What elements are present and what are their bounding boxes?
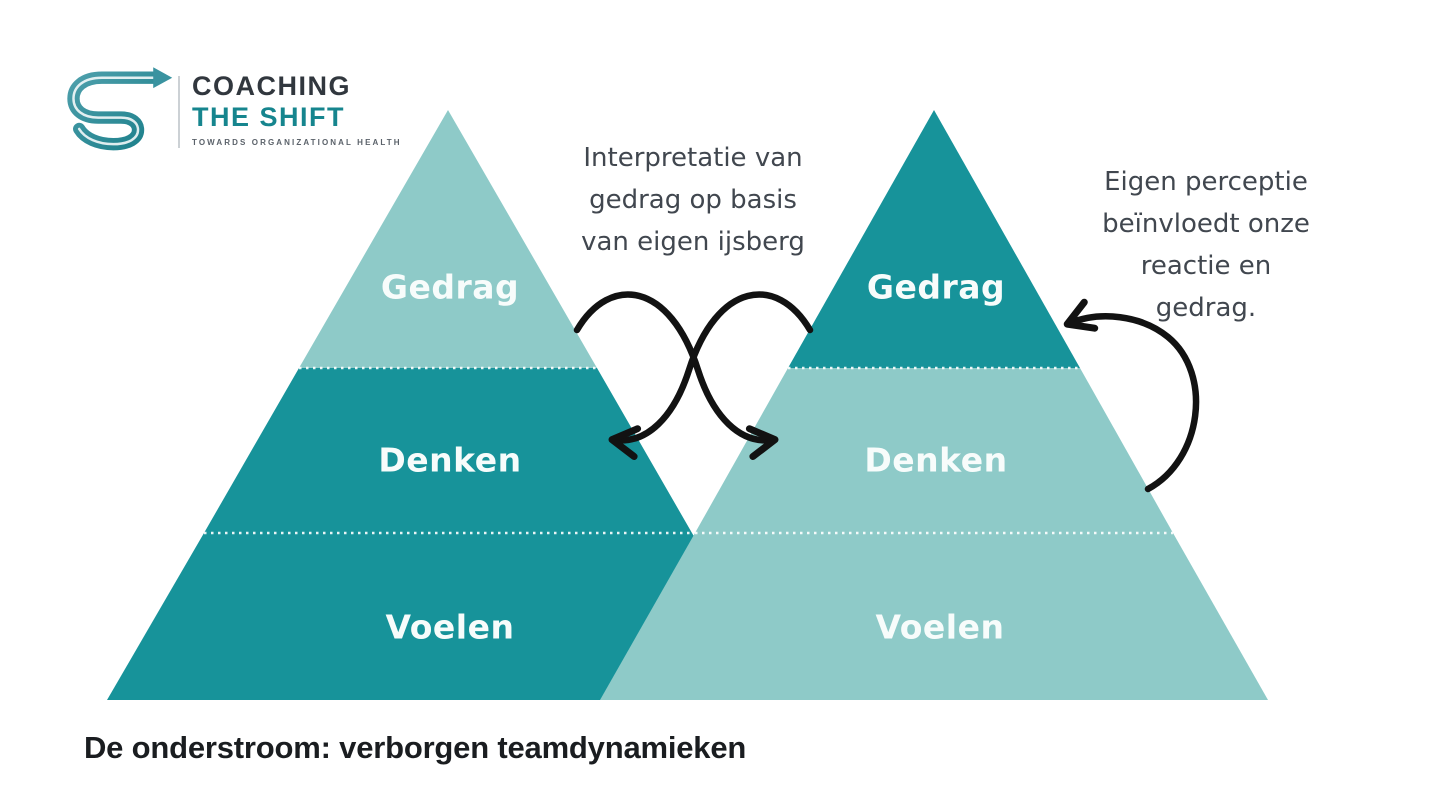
annotation-interpretation-line1: Interpretatie van bbox=[583, 143, 803, 173]
annotation-perception-line1: Eigen perceptie bbox=[1104, 167, 1308, 197]
pyramid-right-gedrag-label: Gedrag bbox=[866, 267, 1006, 307]
annotation-perception-line3: reactie en bbox=[1140, 251, 1272, 281]
pyramid-right-denken-label: Denken bbox=[864, 440, 1008, 480]
pyramid-right-denken-section bbox=[695, 368, 1173, 533]
logo-subtitle: THE SHIFT bbox=[192, 102, 345, 132]
pyramid-left-voelen-label: Voelen bbox=[385, 607, 515, 647]
pyramid-right-voelen-label: Voelen bbox=[875, 607, 1005, 647]
logo-divider bbox=[178, 76, 180, 148]
pyramid-right-voelen-section bbox=[600, 533, 1268, 700]
logo-tagline: TOWARDS ORGANIZATIONAL HEALTH bbox=[192, 138, 402, 147]
pyramid-right-gedrag-section bbox=[788, 110, 1080, 368]
pyramid-left-denken-section bbox=[204, 368, 692, 533]
pyramid-left-denken-label: Denken bbox=[378, 440, 522, 480]
pyramid-right bbox=[600, 110, 1268, 700]
perception-loop-arrow-icon bbox=[1063, 298, 1200, 493]
pyramid-left-gedrag-label: Gedrag bbox=[380, 267, 520, 307]
logo-text-block: COACHING THE SHIFT TOWARDS ORGANIZATIONA… bbox=[192, 72, 402, 147]
annotation-perception-line2: beïnvloedt onze bbox=[1102, 209, 1310, 239]
pyramid-left bbox=[107, 110, 789, 700]
annotation-interpretation: Interpretatie van gedrag op basis van ei… bbox=[581, 137, 805, 263]
annotation-perception-line4: gedrag. bbox=[1155, 293, 1257, 323]
pyramid-left-voelen-section bbox=[107, 533, 789, 700]
annotation-interpretation-line2: gedrag op basis bbox=[589, 185, 797, 215]
logo-title: COACHING bbox=[192, 71, 351, 101]
annotation-interpretation-line3: van eigen ijsberg bbox=[581, 227, 805, 257]
annotation-perception: Eigen perceptie beïnvloedt onze reactie … bbox=[1102, 161, 1310, 329]
footer-title: De onderstroom: verborgen teamdynamieken bbox=[84, 730, 747, 765]
pyramid-left-gedrag-section bbox=[299, 110, 597, 368]
crossing-arrow-right-to-left-icon bbox=[608, 291, 814, 460]
coaching-the-shift-logo-icon bbox=[67, 67, 173, 151]
